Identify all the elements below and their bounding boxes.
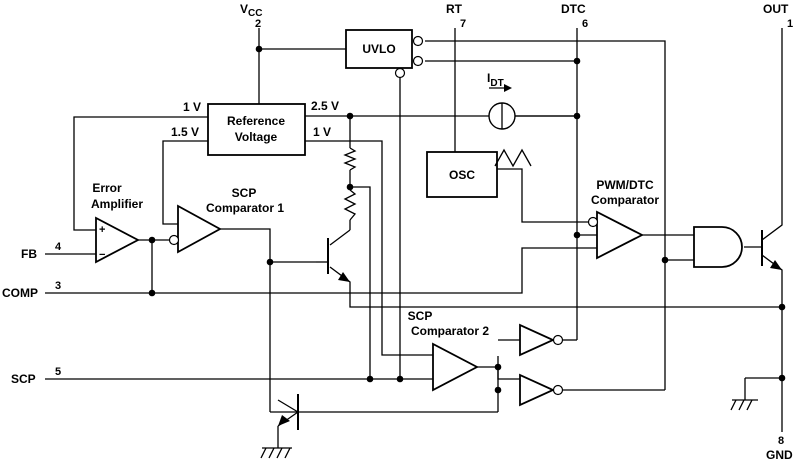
resistor-lower [343, 189, 357, 221]
sawtooth-icon [494, 148, 532, 168]
pin-gnd-name: GND [766, 448, 793, 462]
ref-1v-left-label: 1 V [183, 100, 201, 114]
scp-comparator-1 [168, 204, 222, 254]
wiring [45, 28, 783, 448]
pin-out-name: OUT [763, 2, 789, 16]
pin-comp-name: COMP [2, 286, 38, 300]
pin-gnd-number: 8 [778, 435, 784, 447]
ground-symbol-bottom [260, 447, 292, 459]
and-gate [693, 226, 743, 268]
pin-fb-number: 4 [55, 241, 62, 253]
idt-current-source: IDT [487, 71, 516, 130]
pin-scp-name: SCP [11, 372, 36, 386]
junctions [148, 45, 786, 394]
reference-label-line2: Voltage [235, 130, 278, 144]
osc-label: OSC [449, 168, 475, 182]
pin-dtc-number: 6 [582, 18, 588, 30]
scp-comp2-label-line2: Comparator 2 [411, 324, 489, 338]
scp-comp1-label-line2: Comparator 1 [206, 201, 284, 215]
current-arrow-icon [504, 84, 512, 92]
ref-2-5v-label: 2.5 V [311, 99, 339, 113]
error-amp-label-line2: Amplifier [91, 197, 143, 211]
pin-vcc-number: 2 [255, 18, 261, 30]
uvlo-block: UVLO [345, 29, 424, 79]
ref-1-5v-label: 1.5 V [171, 125, 199, 139]
transistor-scp [278, 394, 299, 430]
pin-rt-number: 7 [460, 18, 466, 30]
osc-block: OSC [426, 148, 532, 198]
error-amp-plus: + [99, 224, 105, 236]
pin-out-number: 1 [787, 18, 793, 30]
inverter-upper [519, 323, 564, 357]
pin-comp-number: 3 [55, 280, 61, 292]
pwm-comp-label-line2: Comparator [591, 193, 659, 207]
reference-label-line1: Reference [227, 114, 285, 128]
pwm-dtc-comparator [587, 210, 644, 260]
scp-comp2-label-line1: SCP [408, 309, 433, 323]
ref-1v-right-label: 1 V [313, 125, 331, 139]
pin-rt-name: RT [446, 2, 463, 16]
scp-comp1-label-line1: SCP [232, 186, 257, 200]
reference-voltage-block: Reference Voltage [207, 103, 306, 156]
scp-comparator-2 [432, 342, 479, 392]
pwm-comp-label-line1: PWM/DTC [596, 178, 654, 192]
uvlo-label: UVLO [362, 42, 395, 56]
error-amplifier: + − [95, 216, 140, 264]
pin-fb-name: FB [21, 247, 37, 261]
resistor-upper [343, 147, 357, 171]
pin-scp-number: 5 [55, 366, 61, 378]
inverter-lower [519, 373, 564, 407]
idt-label: IDT [487, 71, 504, 89]
transistor-output [761, 230, 782, 270]
pin-vcc-name: VCC [240, 2, 262, 19]
error-amp-minus: − [99, 249, 105, 261]
pin-dtc-name: DTC [561, 2, 586, 16]
transistor-divider [316, 238, 350, 282]
ground-symbol-right [730, 378, 758, 411]
error-amp-label-line1: Error [92, 181, 122, 195]
